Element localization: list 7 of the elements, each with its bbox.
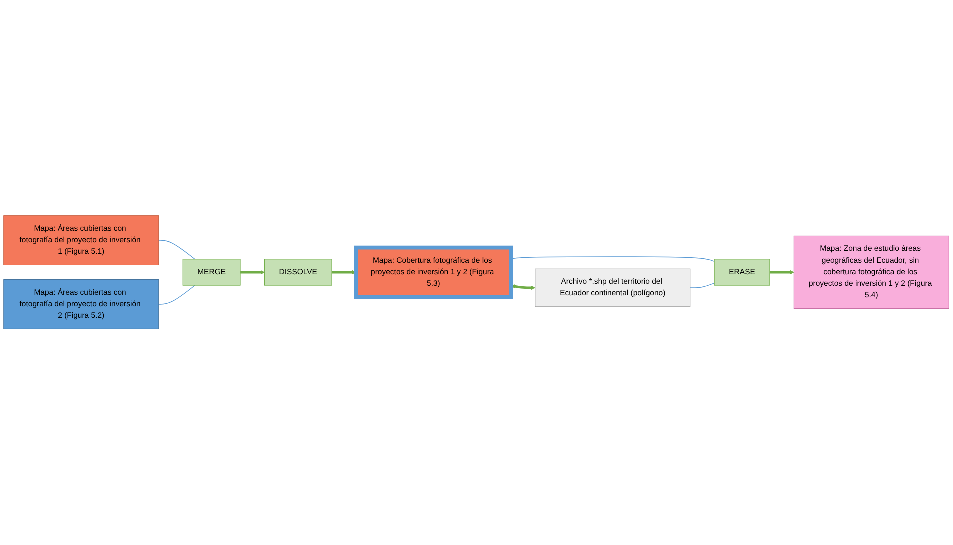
arrow [511, 284, 536, 290]
connector [690, 282, 715, 288]
arrow [332, 270, 356, 275]
connector [158, 240, 196, 260]
arrow [240, 270, 265, 275]
connector [158, 285, 196, 305]
arrow [770, 270, 794, 275]
